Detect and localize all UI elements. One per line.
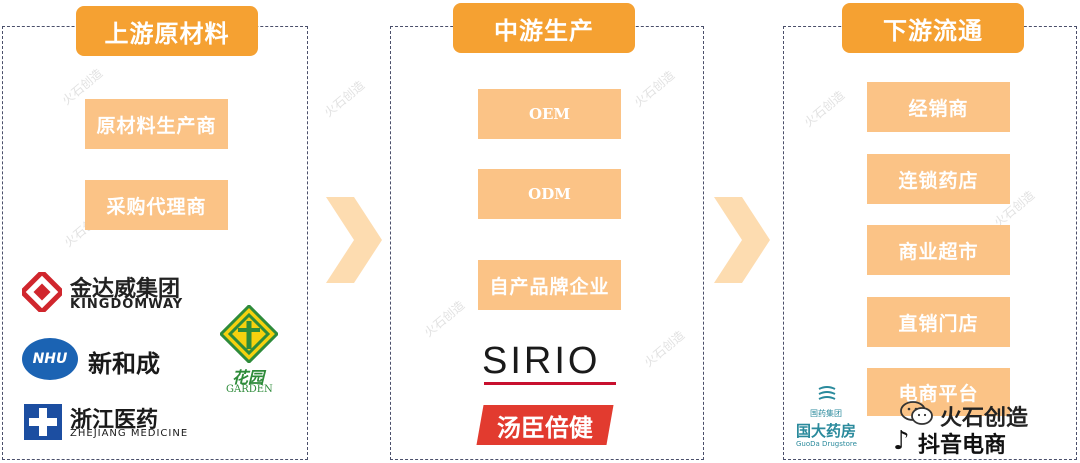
douyin-text: 抖音电商 [918,433,1007,458]
zhejiang-en: ZHEJIANG MEDICINE [70,428,189,439]
downstream-item: 商业超市 [867,225,1010,275]
midstream-header: 中游生产 [453,3,635,53]
kingdomway-cn: 金达威集团 [70,277,181,302]
guoda-emblem-icon [818,386,836,400]
bythealth-text: 汤臣倍健 [497,413,593,442]
downstream-header: 下游流通 [842,3,1024,53]
sirio-underline [484,382,616,385]
downstream-item: 直销门店 [867,297,1010,347]
zhejiang-emblem-icon [24,404,62,440]
kingdomway-en: KINGDOMWAY [70,297,184,312]
watermark-text: 火石创造 [321,78,368,120]
kingdomway-emblem-icon [22,272,62,312]
brand-text: 火石创造 [940,406,1029,431]
downstream-item: 电商平台 [867,368,1010,416]
upstream-item: 原材料生产商 [85,99,228,149]
midstream-item: OEM [478,89,621,139]
sirio-logo: SIRIO [482,340,601,382]
garden-en: GARDEN [226,384,273,395]
wechat-icon [900,401,933,425]
upstream-header: 上游原材料 [76,6,258,56]
chevron-right-icon [326,197,382,283]
guoda-en: GuoDa Drugstore [796,440,857,448]
downstream-item: 经销商 [867,82,1010,132]
nhu-badge: NHU [22,338,78,380]
garden-cn: 花园 [232,368,265,387]
bythealth-logo: 汤臣倍健 [476,405,614,445]
upstream-item: 采购代理商 [85,180,228,230]
zhejiang-cn: 浙江医药 [70,408,159,433]
guoda-group: 国药集团 [810,409,842,418]
midstream-item: 自产品牌企业 [478,260,621,310]
nhu-cn: 新和成 [88,350,160,378]
midstream-item: ODM [478,169,621,219]
downstream-item: 连锁药店 [867,154,1010,204]
chevron-right-icon [714,197,770,283]
garden-emblem-icon [220,305,278,363]
guoda-cn: 国大药房 [796,422,857,440]
douyin-note-icon: ♪ [893,426,910,456]
